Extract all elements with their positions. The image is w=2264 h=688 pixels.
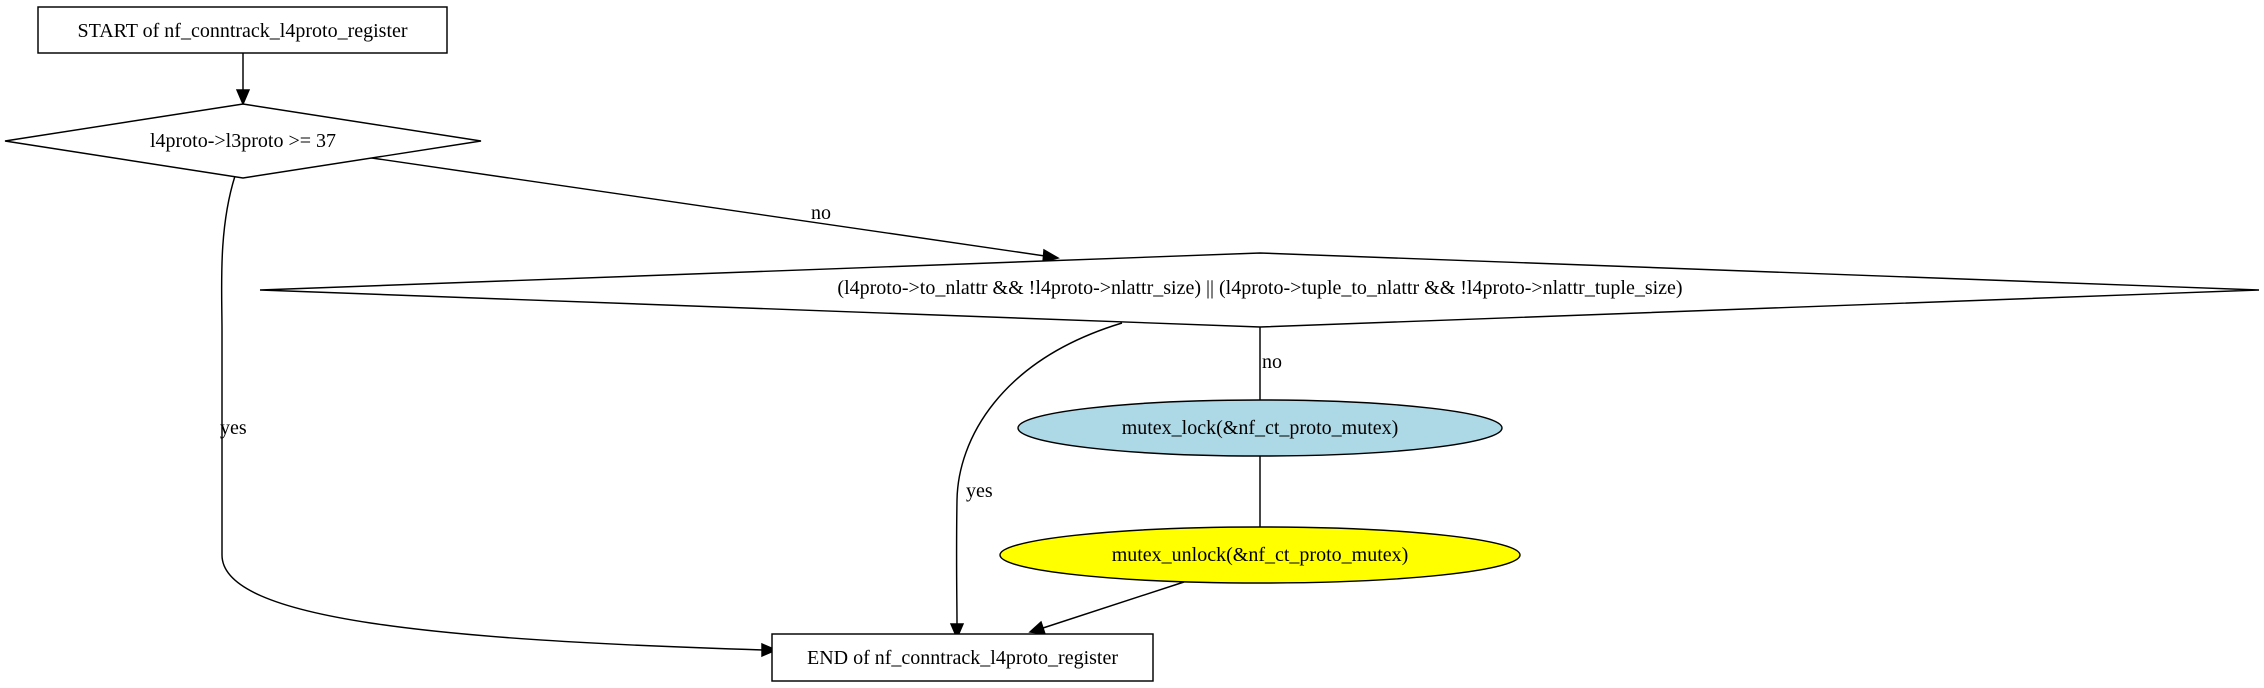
edge-start-to-cond1 xyxy=(235,53,251,106)
condition-nlattr-decision[interactable]: (l4proto->to_nlattr && !l4proto->nlattr_… xyxy=(259,252,2260,328)
mutex-unlock-node[interactable]: mutex_unlock(&nf_ct_proto_mutex) xyxy=(999,526,1521,584)
edge-cond1-no: no xyxy=(364,156,1060,263)
mutex-unlock-label: mutex_unlock(&nf_ct_proto_mutex) xyxy=(1112,544,1409,566)
condition-l3proto-decision[interactable]: l4proto->l3proto >= 37 xyxy=(4,103,482,179)
edge-label-cond1-no: no xyxy=(811,202,831,224)
edge-unlock-to-end xyxy=(1028,581,1185,635)
mutex-unlock-shape xyxy=(999,526,1521,584)
edge-cond2-yes: yes xyxy=(949,322,1123,640)
mutex-lock-label: mutex_lock(&nf_ct_proto_mutex) xyxy=(1122,417,1399,439)
end-node-label: END of nf_conntrack_l4proto_register xyxy=(807,647,1118,669)
edge-label-cond1-yes: yes xyxy=(220,417,247,439)
condition-nlattr-label: (l4proto->to_nlattr && !l4proto->nlattr_… xyxy=(837,277,1682,299)
mutex-lock-node[interactable]: mutex_lock(&nf_ct_proto_mutex) xyxy=(1017,399,1503,457)
start-node-label: START of nf_conntrack_l4proto_register xyxy=(77,20,407,42)
end-node[interactable]: END of nf_conntrack_l4proto_register xyxy=(771,633,1154,682)
condition-l3proto-label: l4proto->l3proto >= 37 xyxy=(150,130,336,152)
edge-cond1-yes: yes xyxy=(220,175,778,658)
start-node[interactable]: START of nf_conntrack_l4proto_register xyxy=(37,6,448,54)
mutex-lock-shape xyxy=(1017,399,1503,457)
edge-label-cond2-yes: yes xyxy=(966,480,993,502)
edge-label-cond2-no: no xyxy=(1262,351,1282,373)
